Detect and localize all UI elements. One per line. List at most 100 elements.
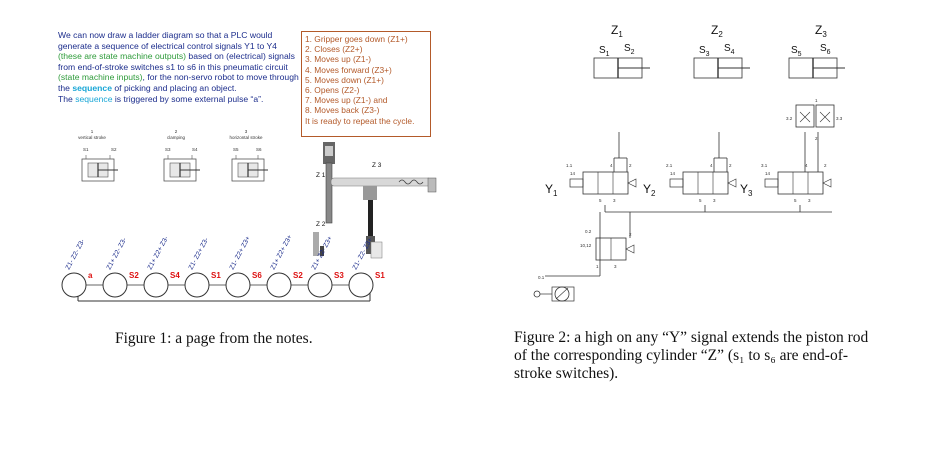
switch-label: S5 bbox=[233, 147, 239, 152]
cyl-name: horizontal stroke bbox=[229, 135, 263, 140]
step-item: 3. Moves up (Z1-) bbox=[305, 54, 372, 65]
intro-text-5: , for the non-servo robot to move throug… bbox=[58, 72, 299, 93]
intro-text-9: sequence bbox=[75, 93, 113, 104]
valve-1 bbox=[569, 171, 637, 195]
port-label: 2 bbox=[629, 163, 632, 168]
start-valve-port: 2 bbox=[629, 232, 632, 237]
intro-text-6: sequence bbox=[72, 82, 112, 93]
port-label: 5 bbox=[599, 198, 602, 203]
cylinder-z3 bbox=[788, 57, 845, 79]
step-item: 8. Moves back (Z3-) bbox=[305, 105, 380, 116]
transition-label: S6 bbox=[252, 271, 262, 280]
cylinder-z2 bbox=[693, 57, 750, 79]
port-label: 3 bbox=[613, 198, 616, 203]
s4-label: S4 bbox=[724, 43, 735, 56]
robot-illustration: Z 1 Z 2 Z 3 bbox=[313, 142, 437, 259]
flow-control-right bbox=[815, 104, 835, 128]
transition-label: a bbox=[88, 271, 93, 280]
figure2-caption: Figure 2: a high on any “Y” signal exten… bbox=[514, 329, 869, 382]
port-label: 2.1 bbox=[666, 163, 673, 168]
intro-text-10: is triggered by some external pulse “a”. bbox=[112, 93, 264, 104]
s6-label: S6 bbox=[820, 43, 831, 56]
transition-label: S1 bbox=[375, 271, 385, 280]
z1-label: Z 1 bbox=[316, 172, 326, 179]
transition-label: S2 bbox=[129, 271, 139, 280]
transition-label: S1 bbox=[211, 271, 221, 280]
cyl-num: 1 bbox=[91, 129, 94, 134]
switch-label: S1 bbox=[83, 147, 89, 152]
intro-paragraph: We can now draw a ladder diagram so that… bbox=[58, 30, 303, 104]
z3-label: Z 3 bbox=[372, 162, 382, 169]
switch-label: S3 bbox=[165, 147, 171, 152]
transition-label: S4 bbox=[170, 271, 180, 280]
s1-label: S1 bbox=[599, 45, 610, 58]
cyl-name: vertical stroke bbox=[78, 135, 106, 140]
flow-control-left bbox=[795, 104, 815, 128]
step-item: 4. Moves forward (Z3+) bbox=[305, 64, 392, 75]
intro-text-2: (these are state machine outputs) bbox=[58, 51, 187, 62]
figure1-caption: Figure 1: a page from the notes. bbox=[115, 330, 313, 347]
y3-label: Y3 bbox=[740, 182, 753, 198]
step-item: 1. Gripper goes down (Z1+) bbox=[305, 34, 408, 44]
flow-label: 3.3 bbox=[836, 116, 843, 121]
switch-label: S2 bbox=[111, 147, 117, 152]
z1-label: Z1 bbox=[611, 23, 623, 39]
z3-label: Z3 bbox=[815, 23, 827, 39]
cylinder-clamping: 2 clamping S3 S4 bbox=[163, 129, 200, 182]
y2-label: Y2 bbox=[643, 182, 656, 198]
start-valve-port: 3 bbox=[614, 264, 617, 269]
port-label: 2 bbox=[824, 163, 827, 168]
cyl-num: 2 bbox=[175, 129, 178, 134]
start-valve-ports: 10,12 bbox=[580, 243, 592, 248]
z2-label: Z 2 bbox=[316, 221, 326, 228]
port-label: 3 bbox=[713, 198, 716, 203]
port-label: 2 bbox=[729, 163, 732, 168]
intro-text-1: We can now draw a ladder diagram so that… bbox=[58, 30, 277, 51]
step-item: 7. Moves up (Z1-) and bbox=[305, 95, 388, 106]
transition-label: S2 bbox=[293, 271, 303, 280]
start-valve-tag: 0.2 bbox=[585, 229, 592, 234]
switch-label: S6 bbox=[256, 147, 262, 152]
cylinder-z1 bbox=[593, 57, 650, 79]
port-label: 14 bbox=[570, 171, 576, 176]
port-label: 4 bbox=[610, 163, 613, 168]
port-label: 14 bbox=[670, 171, 676, 176]
port-label: 3 bbox=[808, 198, 811, 203]
port-label: 5 bbox=[794, 198, 797, 203]
start-valve-port: 1 bbox=[596, 264, 599, 269]
cyl-name: clamping bbox=[167, 135, 186, 140]
s3-label: S3 bbox=[699, 45, 710, 58]
step-item: 2. Closes (Z2+) bbox=[305, 44, 363, 55]
intro-text-3: based on (electrical) signals from end-o… bbox=[58, 51, 295, 72]
flow-label: 2 bbox=[815, 136, 818, 141]
z2-label: Z2 bbox=[711, 23, 723, 39]
intro-text-8: The bbox=[58, 93, 76, 104]
valve-3 bbox=[764, 171, 832, 195]
y1-label: Y1 bbox=[545, 182, 558, 198]
state-node bbox=[348, 272, 374, 298]
step-item: It is ready to repeat the cycle. bbox=[305, 115, 415, 126]
port-label: 14 bbox=[765, 171, 771, 176]
supply-tag: 0.1 bbox=[538, 275, 545, 280]
intro-text-4: (state machine inputs) bbox=[58, 72, 143, 83]
pressure-gauge bbox=[533, 286, 575, 302]
port-label: 4 bbox=[710, 163, 713, 168]
intro-text-7: of picking and placing an object. bbox=[112, 82, 237, 93]
valve-2 bbox=[669, 171, 737, 195]
flow-label: 3.2 bbox=[786, 116, 793, 121]
step-item: 5. Moves down (Z1+) bbox=[305, 74, 384, 85]
port-label: 5 bbox=[699, 198, 702, 203]
s5-label: S5 bbox=[791, 45, 802, 58]
cylinder-horizontal-stroke: 3 horizontal stroke S5 S6 bbox=[229, 129, 268, 182]
switch-label: S4 bbox=[192, 147, 198, 152]
port-label: 3.1 bbox=[761, 163, 768, 168]
step-list-box: 1. Gripper goes down (Z1+) 2. Closes (Z2… bbox=[301, 31, 431, 137]
flow-label: 1 bbox=[815, 98, 818, 103]
transition-label: S3 bbox=[334, 271, 344, 280]
cyl-num: 3 bbox=[245, 129, 248, 134]
air-lines bbox=[545, 132, 832, 277]
step-item: 6. Opens (Z2-) bbox=[305, 85, 360, 96]
port-label: 4 bbox=[805, 163, 808, 168]
